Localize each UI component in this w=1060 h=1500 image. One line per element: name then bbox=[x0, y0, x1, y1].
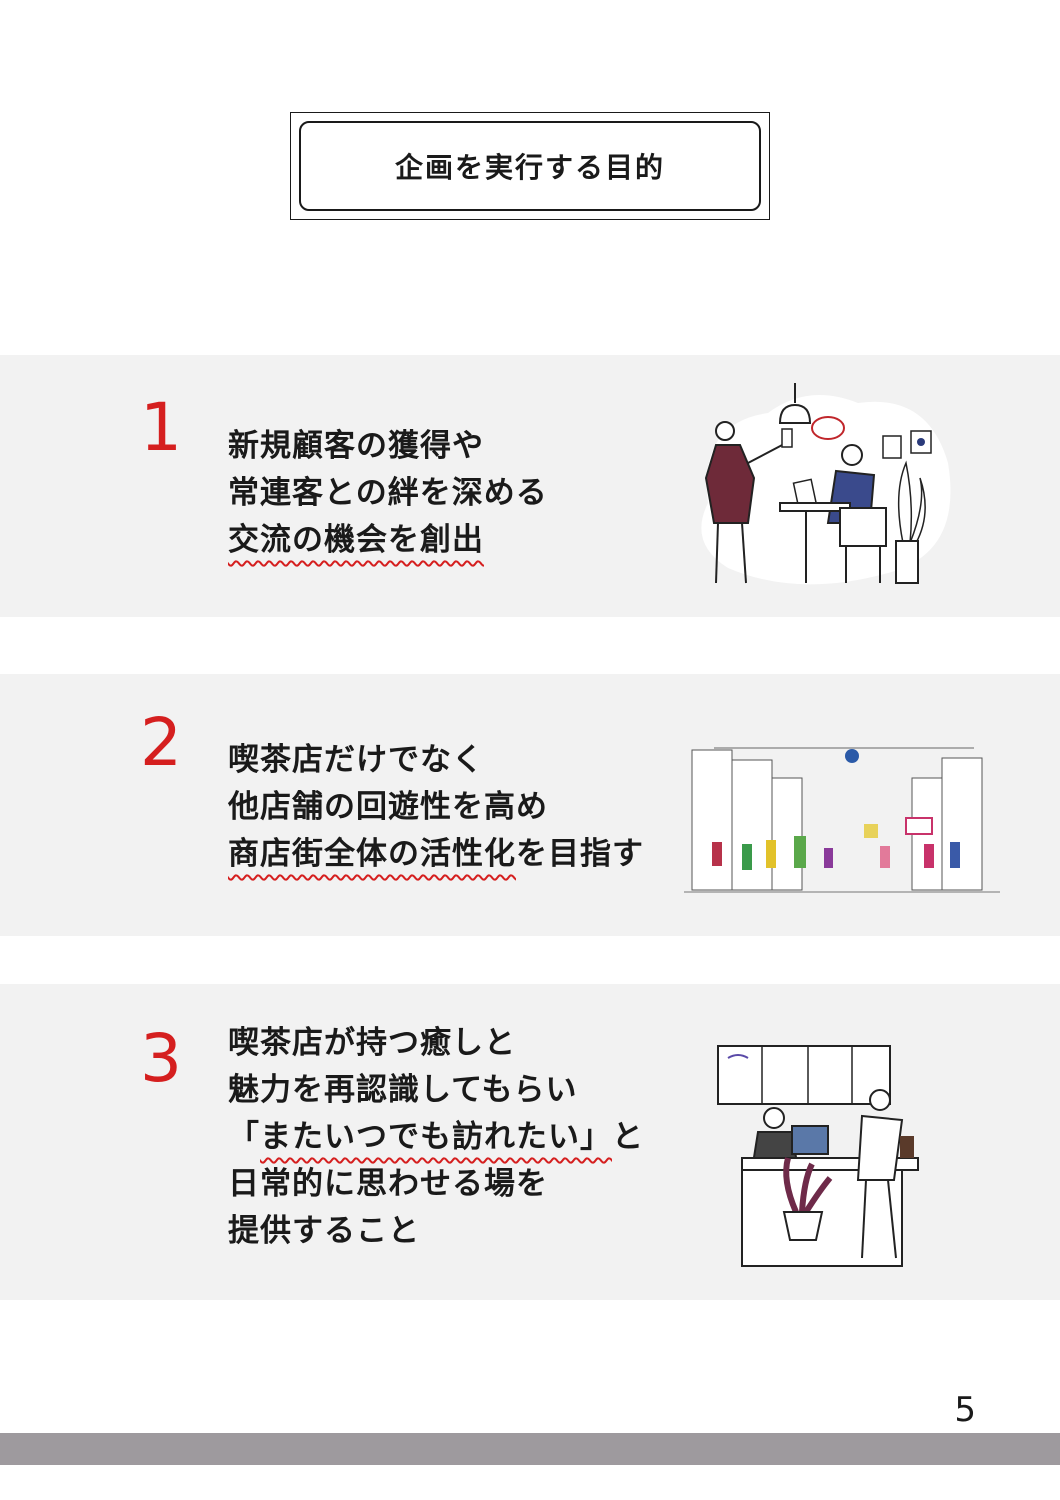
shopping-street-crowd-illustration bbox=[684, 747, 1000, 893]
text-line: 日常的に思わせる場を bbox=[228, 1166, 548, 1202]
text-line: 魅力を再認識してもらい bbox=[228, 1072, 578, 1108]
text-line: 他店舗の回遊性を高め bbox=[228, 789, 548, 825]
section-2: 2 喫茶店だけでなく 他店舗の回遊性を高め 商店街全体の活性化を目指す bbox=[0, 674, 1060, 936]
section-number: 2 bbox=[140, 704, 182, 781]
text-line-underlined: 交流の機会を創出 bbox=[228, 522, 484, 558]
section-1: 1 新規顧客の獲得や 常連客との絆を深める 交流の機会を創出 bbox=[0, 355, 1060, 617]
text-line: 喫茶店だけでなく bbox=[228, 742, 484, 778]
text-line: 提供すること bbox=[228, 1213, 420, 1249]
text-line-rest: と bbox=[612, 1119, 644, 1155]
section-3: 3 喫茶店が持つ癒しと 魅力を再認識してもらい 「またいつでも訪れたい」と 日常… bbox=[0, 984, 1060, 1300]
section-text: 新規顧客の獲得や 常連客との絆を深める 交流の機会を創出 bbox=[228, 423, 548, 564]
footer-bar bbox=[0, 1433, 1060, 1465]
section-number: 3 bbox=[140, 1020, 182, 1097]
text-line: 新規顧客の獲得や bbox=[228, 428, 484, 464]
text-line-underlined: 商店街全体の活性化 bbox=[228, 836, 516, 872]
title-inner-frame: 企画を実行する目的 bbox=[299, 121, 761, 211]
section-number: 1 bbox=[140, 389, 182, 466]
text-line-open-bracket: 「 bbox=[228, 1119, 260, 1155]
cafe-server-and-customer-illustration bbox=[701, 383, 951, 585]
section-text: 喫茶店だけでなく 他店舗の回遊性を高め 商店街全体の活性化を目指す bbox=[228, 737, 644, 878]
title-frame: 企画を実行する目的 bbox=[290, 112, 770, 220]
section-text: 喫茶店が持つ癒しと 魅力を再認識してもらい 「またいつでも訪れたい」と 日常的に… bbox=[228, 1020, 644, 1255]
text-line: 常連客との絆を深める bbox=[228, 475, 548, 511]
page-title: 企画を実行する目的 bbox=[394, 151, 665, 184]
text-line-rest: を目指す bbox=[516, 836, 644, 872]
text-line-underlined: またいつでも訪れたい」 bbox=[260, 1119, 612, 1155]
text-line: 喫茶店が持つ癒しと bbox=[228, 1025, 516, 1061]
page-number: 5 bbox=[954, 1390, 976, 1430]
cafe-counter-barista-illustration bbox=[717, 1045, 919, 1267]
